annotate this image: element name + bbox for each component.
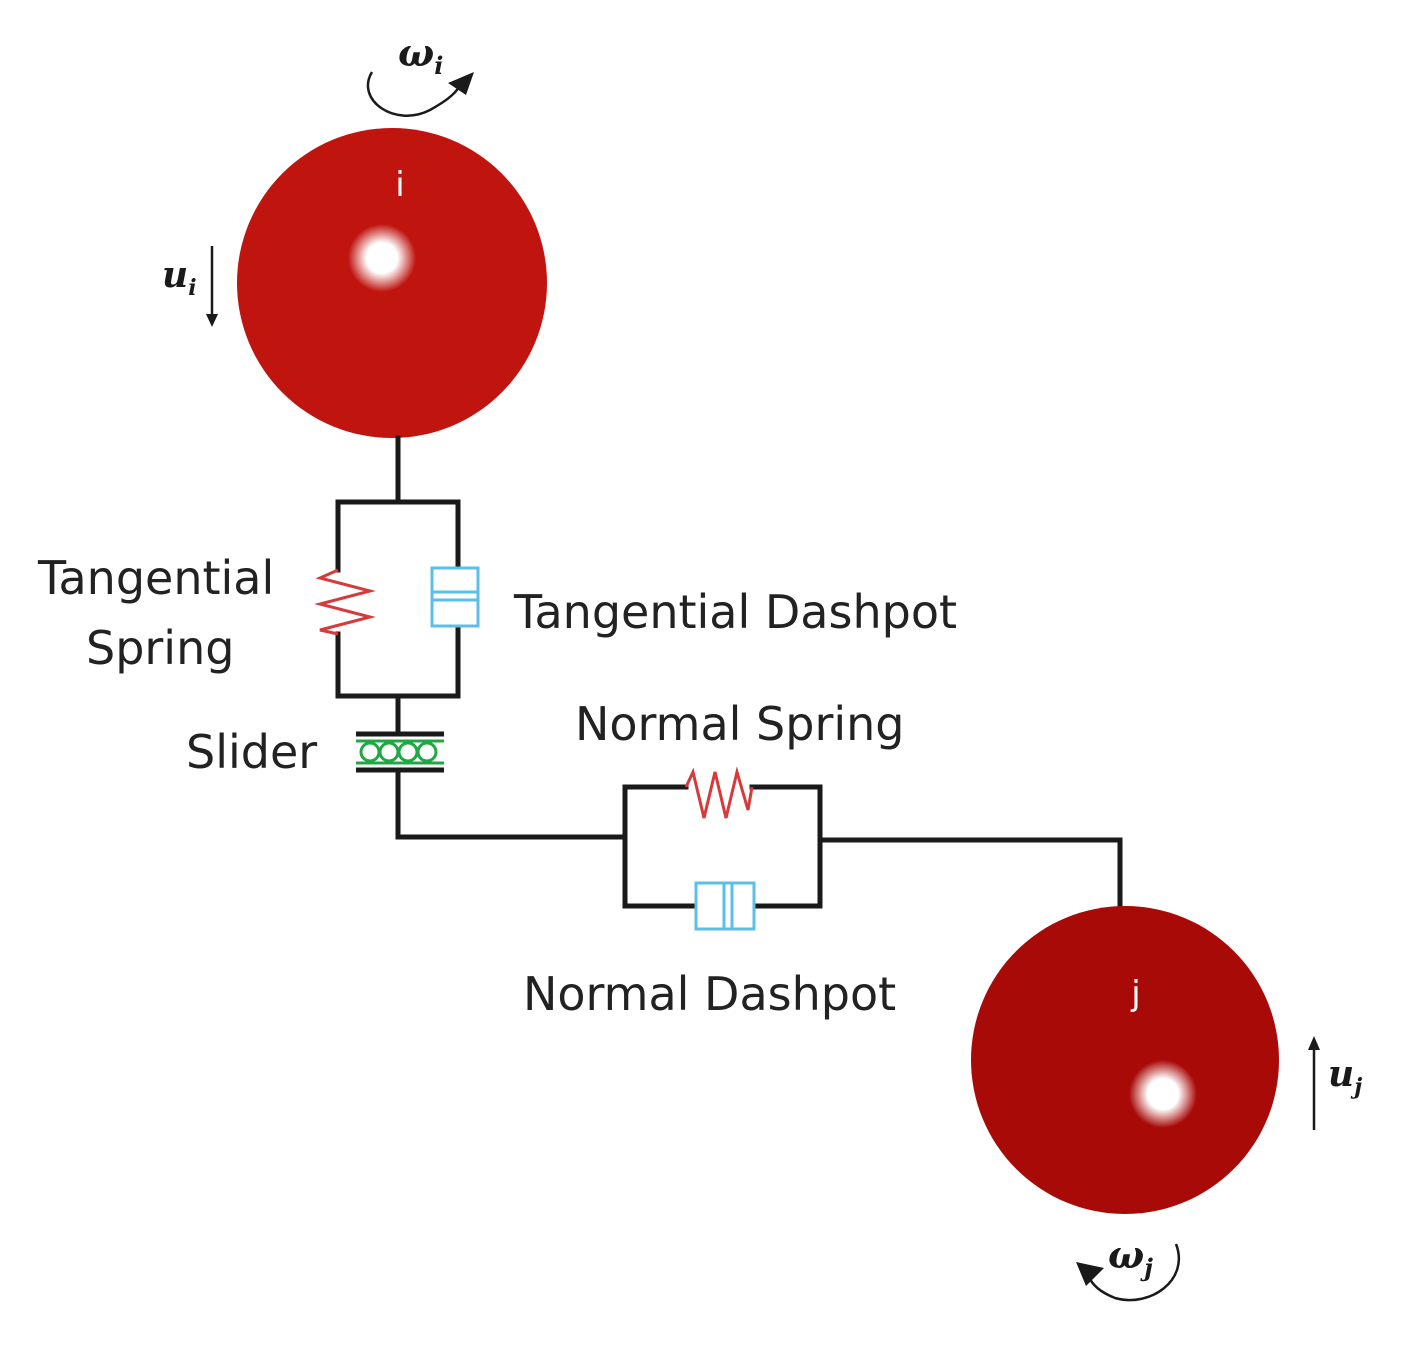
slider-roller-1-icon bbox=[359, 741, 381, 763]
tangential-spring-label-line1: Tangential bbox=[37, 551, 274, 605]
particle-i-label: i bbox=[395, 165, 404, 205]
slider-roller-2-icon bbox=[378, 741, 400, 763]
particle-i: i bbox=[237, 128, 547, 438]
tangential-spring-label-line2: Spring bbox=[86, 621, 234, 675]
rotation-j-arrow bbox=[1086, 1243, 1181, 1302]
slider bbox=[356, 693, 444, 773]
rotation-i-arrow bbox=[366, 71, 465, 117]
displacement-j-symbol: uj bbox=[1328, 1053, 1362, 1100]
tangential-dashpot-label: Tangential Dashpot bbox=[513, 585, 957, 639]
rotation-i-indicator: ωi bbox=[366, 30, 474, 117]
displacement-j-indicator: uj bbox=[1308, 1036, 1362, 1130]
displacement-i-arrowhead-icon bbox=[206, 314, 218, 327]
displacement-i-indicator: ui bbox=[162, 246, 218, 327]
particle-j-highlight bbox=[1129, 1060, 1197, 1128]
particle-j: j bbox=[971, 906, 1279, 1214]
particle-j-body bbox=[971, 906, 1279, 1214]
wire-normal-to-j bbox=[817, 837, 1123, 913]
particle-j-label: j bbox=[1130, 974, 1140, 1014]
rotation-j-indicator: ωj bbox=[1076, 1232, 1181, 1302]
normal-spring-label: Normal Spring bbox=[575, 697, 905, 751]
slider-roller-3-icon bbox=[397, 741, 419, 763]
slider-label: Slider bbox=[186, 725, 317, 779]
rotation-j-symbol: ωj bbox=[1108, 1232, 1153, 1282]
displacement-j-arrowhead-icon bbox=[1308, 1036, 1320, 1050]
displacement-i-symbol: ui bbox=[162, 254, 197, 301]
normal-assembly bbox=[395, 766, 1123, 931]
particle-i-highlight bbox=[348, 224, 416, 292]
normal-spring-icon bbox=[684, 766, 754, 819]
normal-dashpot-label: Normal Dashpot bbox=[523, 967, 896, 1021]
rotation-i-arrowhead-icon bbox=[448, 72, 474, 95]
normal-dashpot-icon bbox=[694, 881, 756, 931]
rotation-j-arrowhead-icon bbox=[1076, 1262, 1104, 1286]
tangential-assembly bbox=[314, 435, 480, 699]
slider-roller-4-icon bbox=[416, 741, 438, 763]
rotation-i-symbol: ωi bbox=[398, 30, 443, 80]
tangential-dashpot-icon bbox=[430, 566, 480, 628]
tangential-spring-icon bbox=[314, 568, 376, 636]
wire-slider-to-normal bbox=[395, 768, 628, 840]
